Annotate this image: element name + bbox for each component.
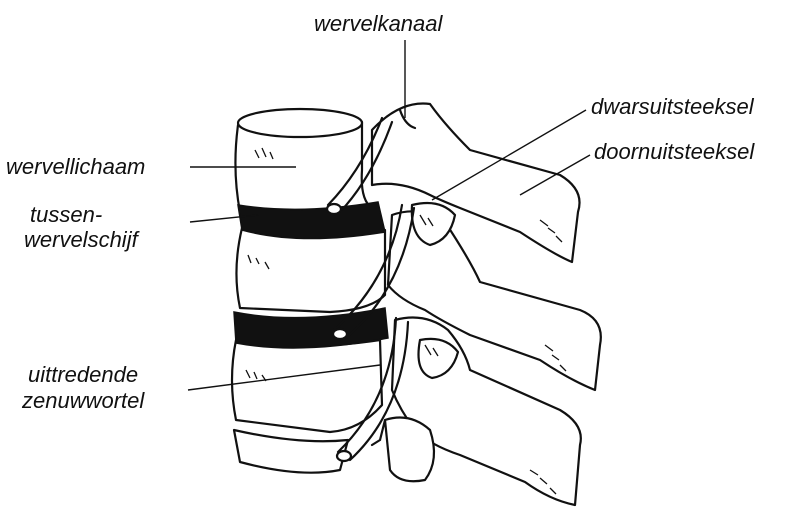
- label-spinous-process: doornuitsteeksel: [594, 140, 754, 164]
- label-intervertebral-disc-line1: tussen-: [30, 203, 102, 227]
- label-vertebral-body: wervellichaam: [6, 155, 145, 179]
- vertebral-body-lower: [232, 340, 382, 432]
- label-nerve-root-line1: uittredende: [28, 363, 138, 387]
- vertebral-body-top-surface: [238, 109, 362, 137]
- vertebral-bodies: [232, 109, 385, 473]
- label-spinal-canal: wervelkanaal: [314, 12, 442, 36]
- label-transverse-process: dwarsuitsteeksel: [591, 95, 754, 119]
- articular-process-bottom: [385, 418, 434, 482]
- label-intervertebral-disc-line2: wervelschijf: [24, 228, 138, 252]
- vertebral-body-bottom: [234, 430, 348, 473]
- label-nerve-root-line2: zenuwwortel: [22, 389, 144, 413]
- disc-lower: [234, 308, 388, 348]
- posterior-elements: [372, 104, 601, 505]
